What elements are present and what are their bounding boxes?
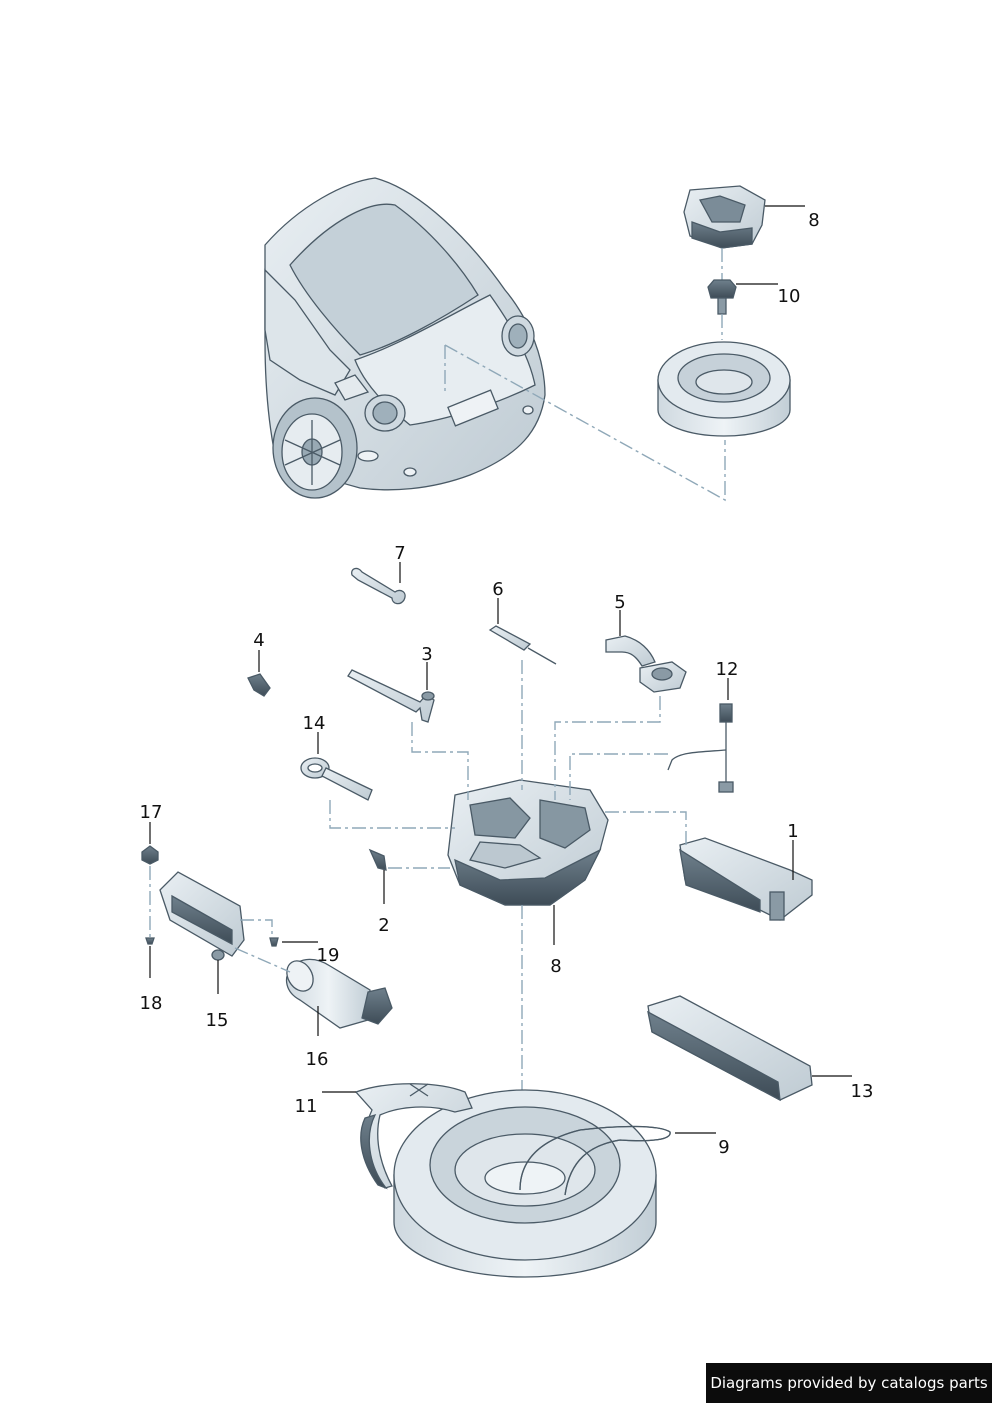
label-14: 14 <box>303 713 326 734</box>
label-17: 17 <box>140 802 163 823</box>
bolt-19 <box>269 937 279 947</box>
wrench-7 <box>351 567 406 605</box>
label-8-main: 8 <box>550 956 561 977</box>
cover-11 <box>354 1083 473 1190</box>
label-11: 11 <box>295 1096 318 1117</box>
label-9: 9 <box>718 1137 729 1158</box>
hook-2 <box>368 848 387 871</box>
label-1: 1 <box>787 821 798 842</box>
wing-bolt-10 <box>707 279 737 315</box>
spare-tire-bottom <box>393 1089 657 1278</box>
jack-1 <box>679 837 813 921</box>
crank-rod-3 <box>347 669 435 723</box>
clip-4 <box>247 673 271 697</box>
label-13: 13 <box>851 1081 874 1102</box>
label-4: 4 <box>253 630 264 651</box>
bracket-15 <box>159 871 245 961</box>
label-2: 2 <box>378 915 389 936</box>
label-7: 7 <box>394 543 405 564</box>
bolt-18 <box>145 937 155 945</box>
label-3: 3 <box>421 644 432 665</box>
adapter-5 <box>605 635 687 693</box>
car-illustration <box>264 177 546 499</box>
label-8-top: 8 <box>808 210 819 231</box>
strap-9 <box>519 1125 671 1196</box>
tool-holder-top <box>683 185 766 249</box>
label-16: 16 <box>306 1049 329 1070</box>
label-10: 10 <box>778 286 801 307</box>
tow-eye-14 <box>300 757 373 801</box>
spare-tire-top <box>657 341 791 437</box>
label-19: 19 <box>317 945 340 966</box>
label-5: 5 <box>614 592 625 613</box>
label-18: 18 <box>140 993 163 1014</box>
label-15: 15 <box>206 1010 229 1031</box>
label-6: 6 <box>492 579 503 600</box>
credit-banner: Diagrams provided by catalogs parts <box>706 1363 992 1403</box>
route-car-to-spare <box>444 344 726 502</box>
compressor-16 <box>285 958 393 1029</box>
screwdriver-6 <box>488 625 557 665</box>
nut-17 <box>141 845 159 865</box>
tool-13 <box>647 995 813 1102</box>
hook-12 <box>667 703 734 793</box>
tool-holder-main <box>447 779 609 906</box>
label-12: 12 <box>716 659 739 680</box>
route-lines-middle <box>149 660 687 1190</box>
